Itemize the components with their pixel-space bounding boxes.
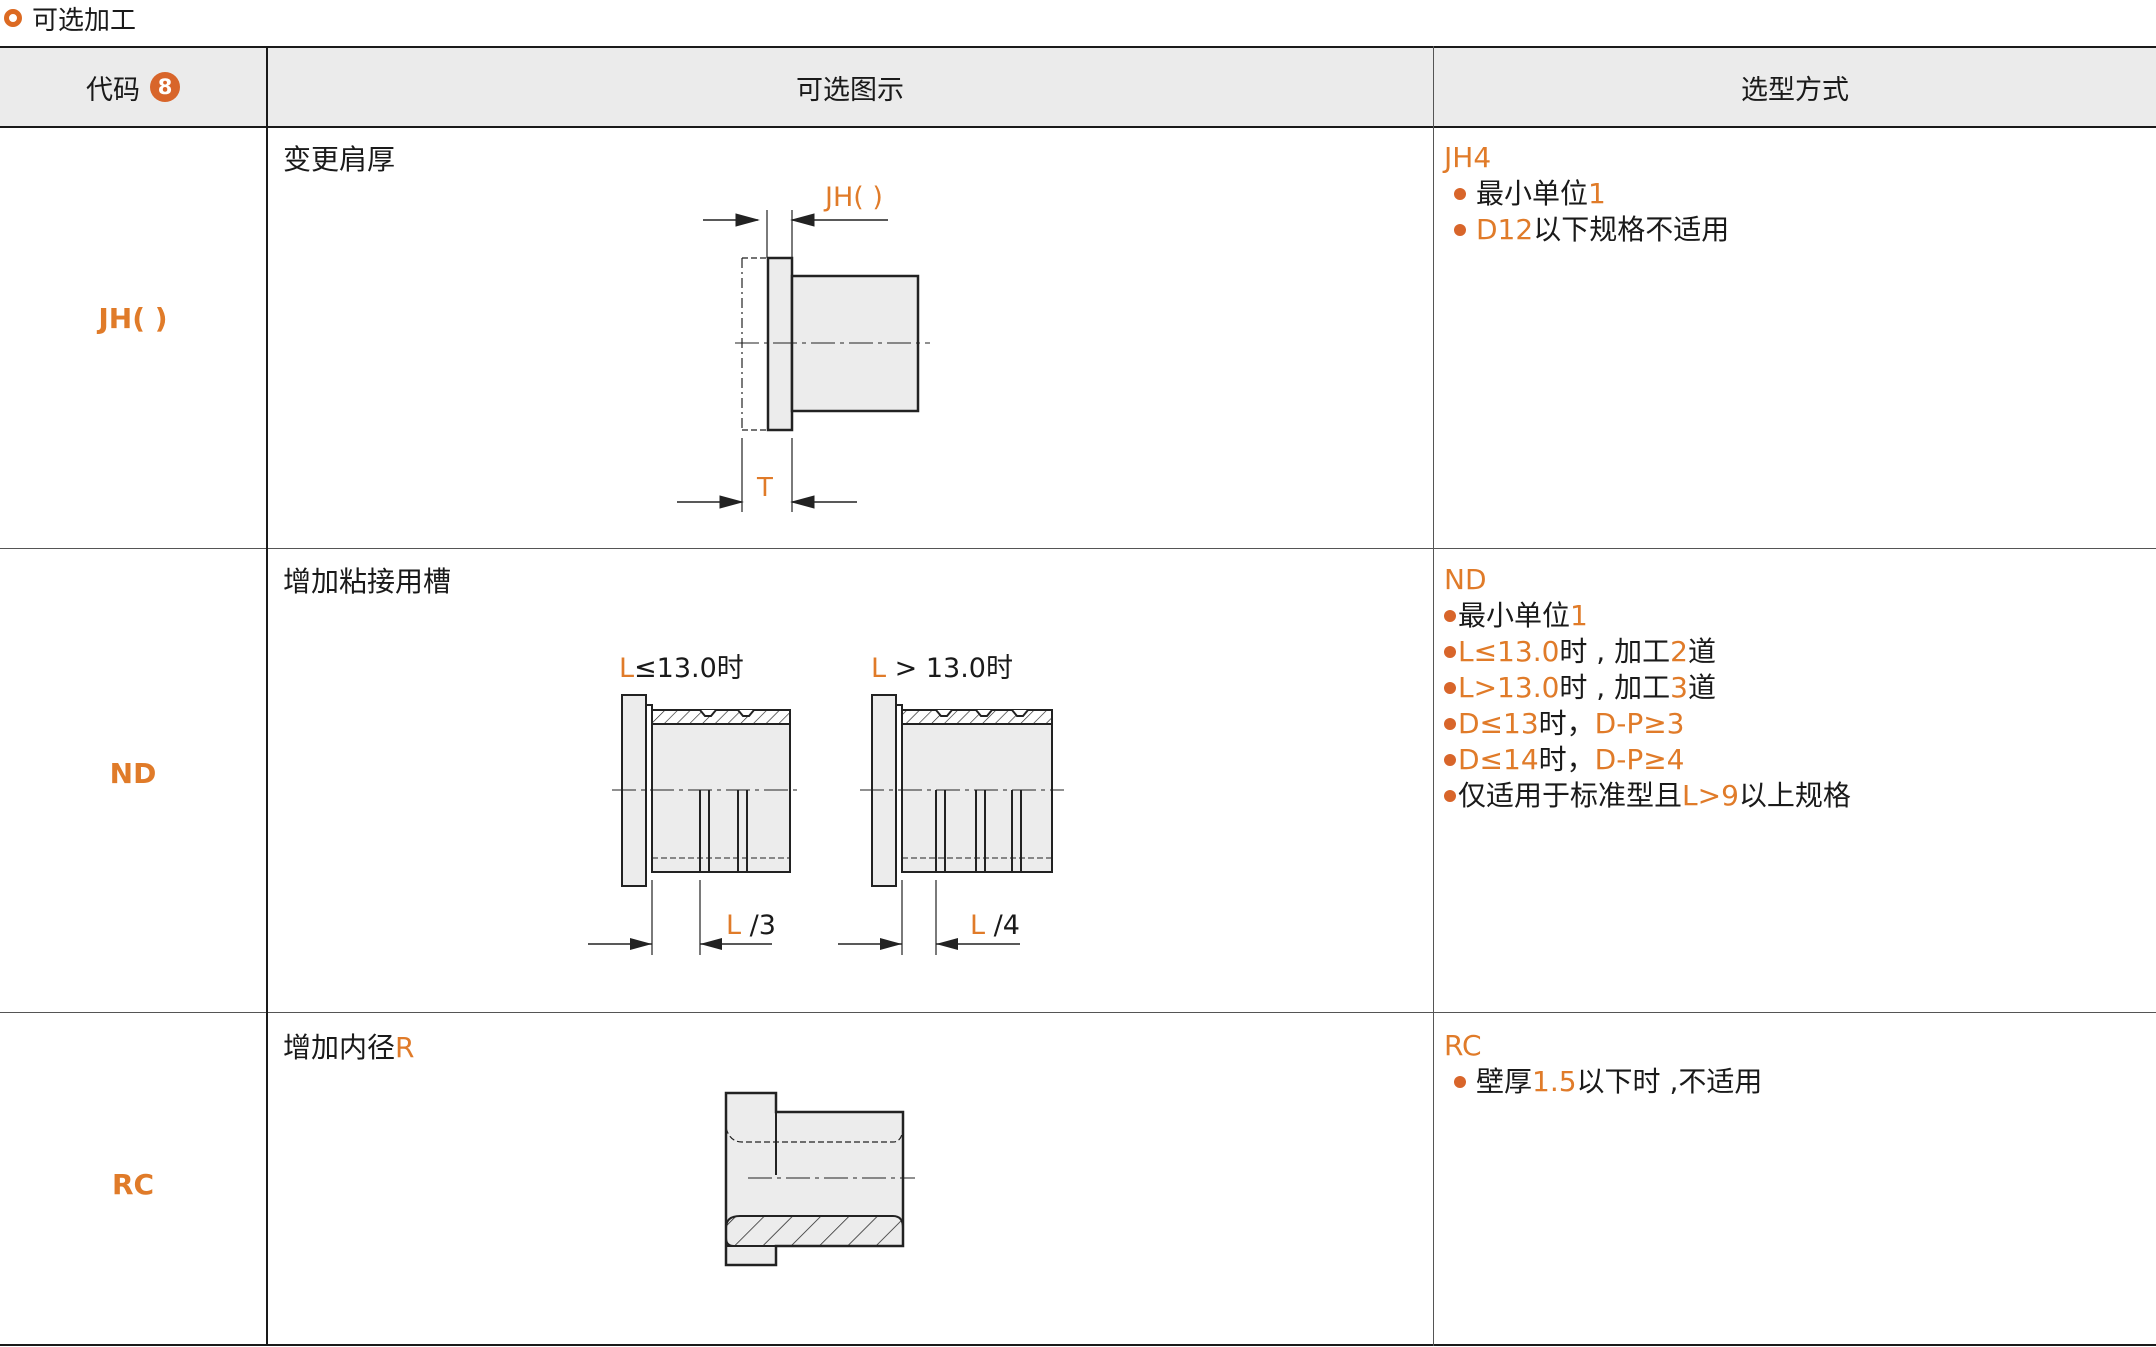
header-code-label: 代码 — [86, 74, 140, 106]
figure-title-rc-text: 增加内径 — [283, 1031, 396, 1064]
bullet-value: 1 — [1588, 177, 1606, 210]
bullet-text: 时 , 加工 — [1559, 635, 1671, 668]
right-condition-label: L > 13.0时 — [871, 653, 1013, 684]
bullet-dot-icon — [1444, 682, 1456, 694]
bullet-dot-icon — [1444, 718, 1456, 730]
jh-dimension-label: JH( ) — [823, 182, 883, 213]
table-header-bg — [0, 48, 2156, 126]
bullet-dot-icon — [1454, 188, 1466, 200]
right-l-symbol: L — [871, 653, 886, 684]
figure-title-jh: 变更肩厚 — [283, 143, 396, 176]
desc-title-jh: JH4 — [1444, 141, 1492, 174]
bullet-value: 2 — [1670, 635, 1688, 668]
header-figure: 可选图示 — [796, 74, 904, 106]
bullet-value: 1 — [1570, 599, 1588, 632]
left-fraction-label: L /3 — [726, 910, 776, 941]
right-frac-text: /4 — [985, 910, 1020, 941]
bullet-text: 壁厚 — [1476, 1065, 1533, 1098]
figure-change-shoulder-thickness: JH( ) T — [677, 182, 930, 512]
left-condition-label: L≤13.0时 — [619, 653, 744, 684]
left-frac-text: /3 — [741, 910, 776, 941]
section-title-row: 可选加工 — [0, 0, 136, 36]
table-bottom-border — [0, 1344, 2156, 1346]
bullet-value: D-P≥4 — [1594, 743, 1685, 776]
figure-title-nd: 增加粘接用槽 — [283, 565, 452, 598]
right-condition-text: > 13.0时 — [886, 653, 1013, 684]
bullet-dot-icon — [1444, 646, 1456, 658]
header-selection: 选型方式 — [1741, 74, 1849, 106]
bullet-dot-icon — [1454, 224, 1466, 236]
bullet-value: D-P≥3 — [1594, 707, 1685, 740]
bullet-value: D12 — [1476, 213, 1534, 246]
col-divider-1 — [266, 46, 268, 1346]
figure-add-adhesive-groove: L≤13.0时 L > 13.0时 L /3 L — [588, 653, 1064, 955]
bullet-value: 1.5 — [1532, 1065, 1577, 1098]
count-badge: 8 — [150, 72, 180, 102]
bullet-value: D≤14 — [1458, 743, 1539, 776]
figure-add-inner-radius — [724, 1091, 915, 1267]
header-code: 代码 8 — [0, 48, 266, 126]
bullet-dot-icon — [1444, 610, 1456, 622]
bullet-dot-icon — [1444, 754, 1456, 766]
bullet-text: 以下规格不适用 — [1533, 213, 1730, 246]
bullet-text: 仅适用于标准型且 — [1458, 779, 1683, 812]
header-bottom-border — [0, 126, 2156, 128]
figure-title-rc-suffix: R — [395, 1031, 415, 1064]
bullet-value: L>9 — [1682, 779, 1739, 812]
bullet-value: 3 — [1670, 671, 1688, 704]
bullet-text: 道 — [1687, 635, 1716, 668]
code-nd: ND — [109, 757, 157, 790]
bullet-text: 以下时 ,不适用 — [1576, 1065, 1763, 1098]
bullet-text: 时， — [1538, 743, 1595, 776]
bullet-value: L≤13.0 — [1458, 635, 1560, 668]
col-divider-2 — [1433, 46, 1434, 1346]
bullet-text: 最小单位 — [1476, 177, 1589, 210]
right-fraction-label: L /4 — [970, 910, 1020, 941]
figure-title-rc: 增加内径R — [283, 1026, 414, 1066]
section-title: 可选加工 — [32, 5, 137, 36]
desc-title-rc: RC — [1444, 1029, 1482, 1062]
row-divider-1 — [0, 548, 2156, 549]
bullet-text: 最小单位 — [1458, 599, 1571, 632]
code-rc: RC — [111, 1168, 155, 1201]
bullet-dot-icon — [1444, 790, 1456, 802]
desc-title-nd: ND — [1444, 563, 1487, 596]
bullet-text: 以上规格 — [1738, 779, 1851, 812]
bullet-text: 时， — [1538, 707, 1595, 740]
row-divider-2 — [0, 1012, 2156, 1013]
left-frac-l-symbol: L — [726, 910, 741, 941]
left-condition-text: ≤13.0时 — [634, 653, 744, 684]
bullet-value: D≤13 — [1458, 707, 1539, 740]
bullet-value: L>13.0 — [1458, 671, 1560, 704]
table-top-border — [0, 46, 2156, 48]
bullet-text: 道 — [1687, 671, 1716, 704]
circle-bullet-icon — [4, 9, 22, 27]
left-l-symbol: L — [619, 653, 634, 684]
t-dimension-label: T — [756, 473, 773, 503]
code-jh: JH( ) — [98, 302, 168, 335]
right-frac-l-symbol: L — [970, 910, 985, 941]
bullet-text: 时 , 加工 — [1559, 671, 1671, 704]
bullet-dot-icon — [1454, 1076, 1466, 1088]
